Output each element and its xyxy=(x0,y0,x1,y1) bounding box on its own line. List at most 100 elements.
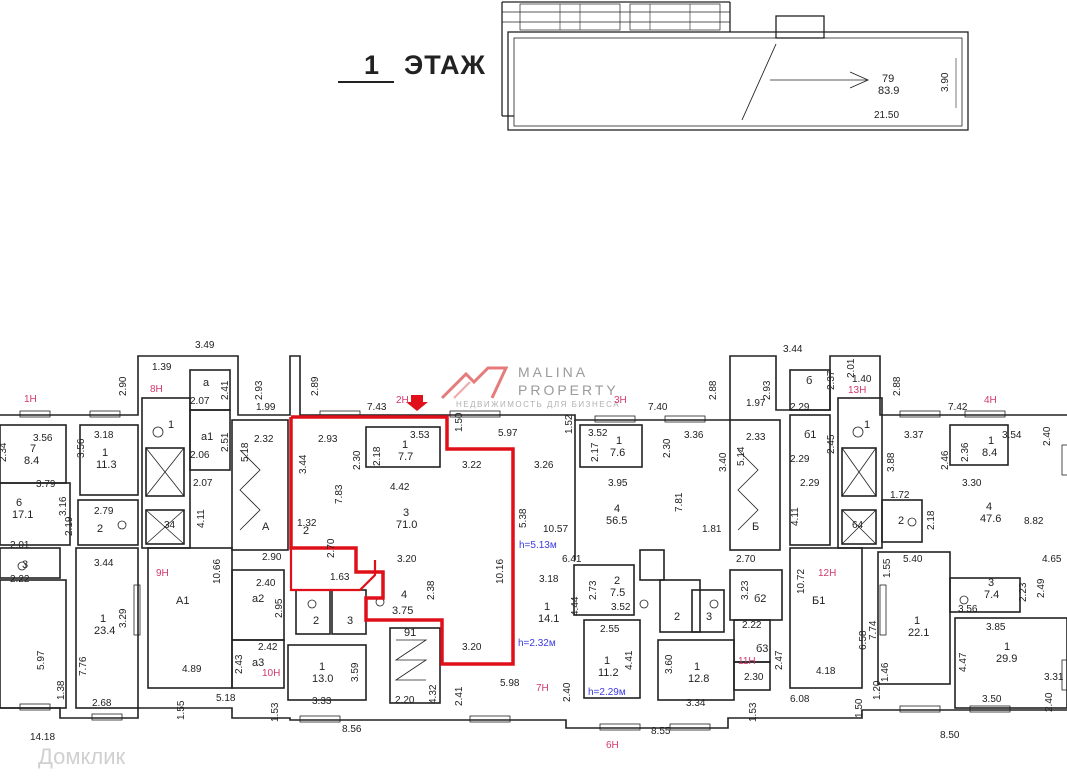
dimension-label: 2.55 xyxy=(600,624,620,635)
dimension-label: 3.88 xyxy=(886,452,897,472)
room-2H-91: 91 xyxy=(404,627,416,639)
room-7H-3s: 3 xyxy=(706,611,712,623)
dimension-label: 2.93 xyxy=(762,380,773,400)
room-4H-4: 4 xyxy=(986,501,992,513)
dimension-label: 1.32 xyxy=(297,518,317,529)
brand-tagline: НЕДВИЖИМОСТЬ ДЛЯ БИЗНЕСА xyxy=(456,400,621,409)
zone-8H: 8Н xyxy=(150,384,163,395)
dimension-label: 3.29 xyxy=(118,608,129,628)
dimension-label: 1.20 xyxy=(872,680,883,700)
dimension-label: 2.18 xyxy=(926,510,937,530)
zone-12H: 12Н xyxy=(818,568,836,579)
dimension-label: 3.26 xyxy=(534,460,554,471)
dimension-label: 2.20 xyxy=(395,695,415,706)
room-A1: А1 xyxy=(176,595,189,607)
room-11H-1: 1 xyxy=(694,661,700,673)
dimension-label: 5.97 xyxy=(498,428,518,439)
room-9H-1: 1 xyxy=(100,613,106,625)
room-b1: б1 xyxy=(804,429,816,441)
dimension-label: 2.42 xyxy=(258,642,278,653)
room-1H-1-area: 11.3 xyxy=(96,459,117,471)
dimension-label: 4.18 xyxy=(816,666,836,677)
dimension-label: 10.72 xyxy=(796,569,807,594)
dimension-label: 7.81 xyxy=(674,492,685,512)
dimension-label: 5.40 xyxy=(903,554,923,565)
highlighted-premise xyxy=(289,415,515,666)
dimension-label: 2.89 xyxy=(310,376,321,396)
room-b2: б2 xyxy=(754,593,766,605)
room-7H-2s: 2 xyxy=(674,611,680,623)
dimension-label: 1.39 xyxy=(152,362,172,373)
dimension-label: 2.47 xyxy=(774,650,785,670)
room-12H-1: 1 xyxy=(914,615,920,627)
dimensions: 3.49 1.39 2.07 2.06 1.99 2.32 3.56 3.18 … xyxy=(10,340,1064,743)
height-2: h=2.32м xyxy=(518,638,556,649)
room-6H-1: 1 xyxy=(604,655,610,667)
dimension-label: 1.97 xyxy=(746,398,766,409)
room-12H-1-area: 22.1 xyxy=(908,627,929,639)
room-2H-4-area: 3.75 xyxy=(392,605,413,617)
room-13H-64: 64 xyxy=(852,520,864,531)
room-B1: Б1 xyxy=(812,595,825,607)
dimension-label: 3.36 xyxy=(684,430,704,441)
room-12H-3-area: 7.4 xyxy=(984,589,999,601)
dimension-label: 3.33 xyxy=(312,696,332,707)
room-4H-1: 1 xyxy=(988,435,994,447)
dimension-label: 3.37 xyxy=(904,430,924,441)
zone-1H: 1Н xyxy=(24,394,37,405)
dimension-label: 3.30 xyxy=(962,478,982,489)
upper-plan xyxy=(501,1,969,131)
dimension-label: 6.58 xyxy=(858,630,869,650)
dimension-label: 7.42 xyxy=(948,402,968,413)
dimension-label: 4.65 xyxy=(1042,554,1062,565)
room-2H-3-area: 71.0 xyxy=(396,519,417,531)
room-b: б xyxy=(806,375,812,387)
room-b3: б3 xyxy=(756,643,768,655)
upper-room-area: 83.9 xyxy=(878,85,899,97)
dimension-label: 3.44 xyxy=(94,558,114,569)
room-2H-1: 1 xyxy=(402,439,408,451)
floor-label: ЭТАЖ xyxy=(404,50,486,80)
dimension-label: 3.53 xyxy=(410,430,430,441)
dimension-label: 2.40 xyxy=(562,682,573,702)
room-4H-4-area: 47.6 xyxy=(980,513,1001,525)
dimension-label: 2.01 xyxy=(10,540,30,551)
dimension-label: 1.53 xyxy=(748,702,759,722)
dimension-label: 2.41 xyxy=(220,380,231,400)
room-a1: а1 xyxy=(201,431,213,443)
dimension-label: 2.70 xyxy=(736,554,756,565)
dimension-label: 2.51 xyxy=(220,432,231,452)
dimension-label: 2.07 xyxy=(190,396,210,407)
dimension-label: 4.11 xyxy=(196,509,207,528)
dimension-label: 3.23 xyxy=(740,580,751,600)
dimension-label: 2.93 xyxy=(318,434,338,445)
dimension-label: 3.18 xyxy=(94,430,114,441)
dimension-label: 2.79 xyxy=(94,506,114,517)
dimension-label: 2.29 xyxy=(790,454,810,465)
dimension-label: 3.52 xyxy=(611,602,631,613)
dimension-label: 2.38 xyxy=(426,580,437,600)
dimension-label: 1.55 xyxy=(176,700,187,720)
dimension-label: 3.52 xyxy=(588,428,608,439)
dimension-label: 2.88 xyxy=(892,376,903,396)
dimension-label: 7.43 xyxy=(367,402,387,413)
dimension-label: 2.45 xyxy=(826,434,837,454)
dimension-label: 3.54 xyxy=(1002,430,1022,441)
dimension-label: 1.40 xyxy=(852,374,872,385)
dimension-label: 2.30 xyxy=(662,438,673,458)
dimension-label: 7.83 xyxy=(334,484,345,504)
room-1H-1: 1 xyxy=(102,447,108,459)
dimension-label: 3.34 xyxy=(686,698,706,709)
zone-2H: 2Н xyxy=(396,395,409,406)
dimensions-vertical: 2.90 2.41 2.51 2.93 2.89 5.18 2.34 3.56 … xyxy=(0,358,1055,722)
room-7H-1-area: 14.1 xyxy=(538,613,559,625)
dimension-label: 7.76 xyxy=(78,656,89,676)
zone-11H: 11Н xyxy=(738,656,756,667)
dimension-label: 2.93 xyxy=(254,380,265,400)
dimension-label: 5.38 xyxy=(518,508,529,528)
zone-13H: 13Н xyxy=(848,385,866,396)
dimension-label: 1.52 xyxy=(564,414,575,434)
dimension-label: 2.43 xyxy=(234,654,245,674)
room-a3: а3 xyxy=(252,657,264,669)
